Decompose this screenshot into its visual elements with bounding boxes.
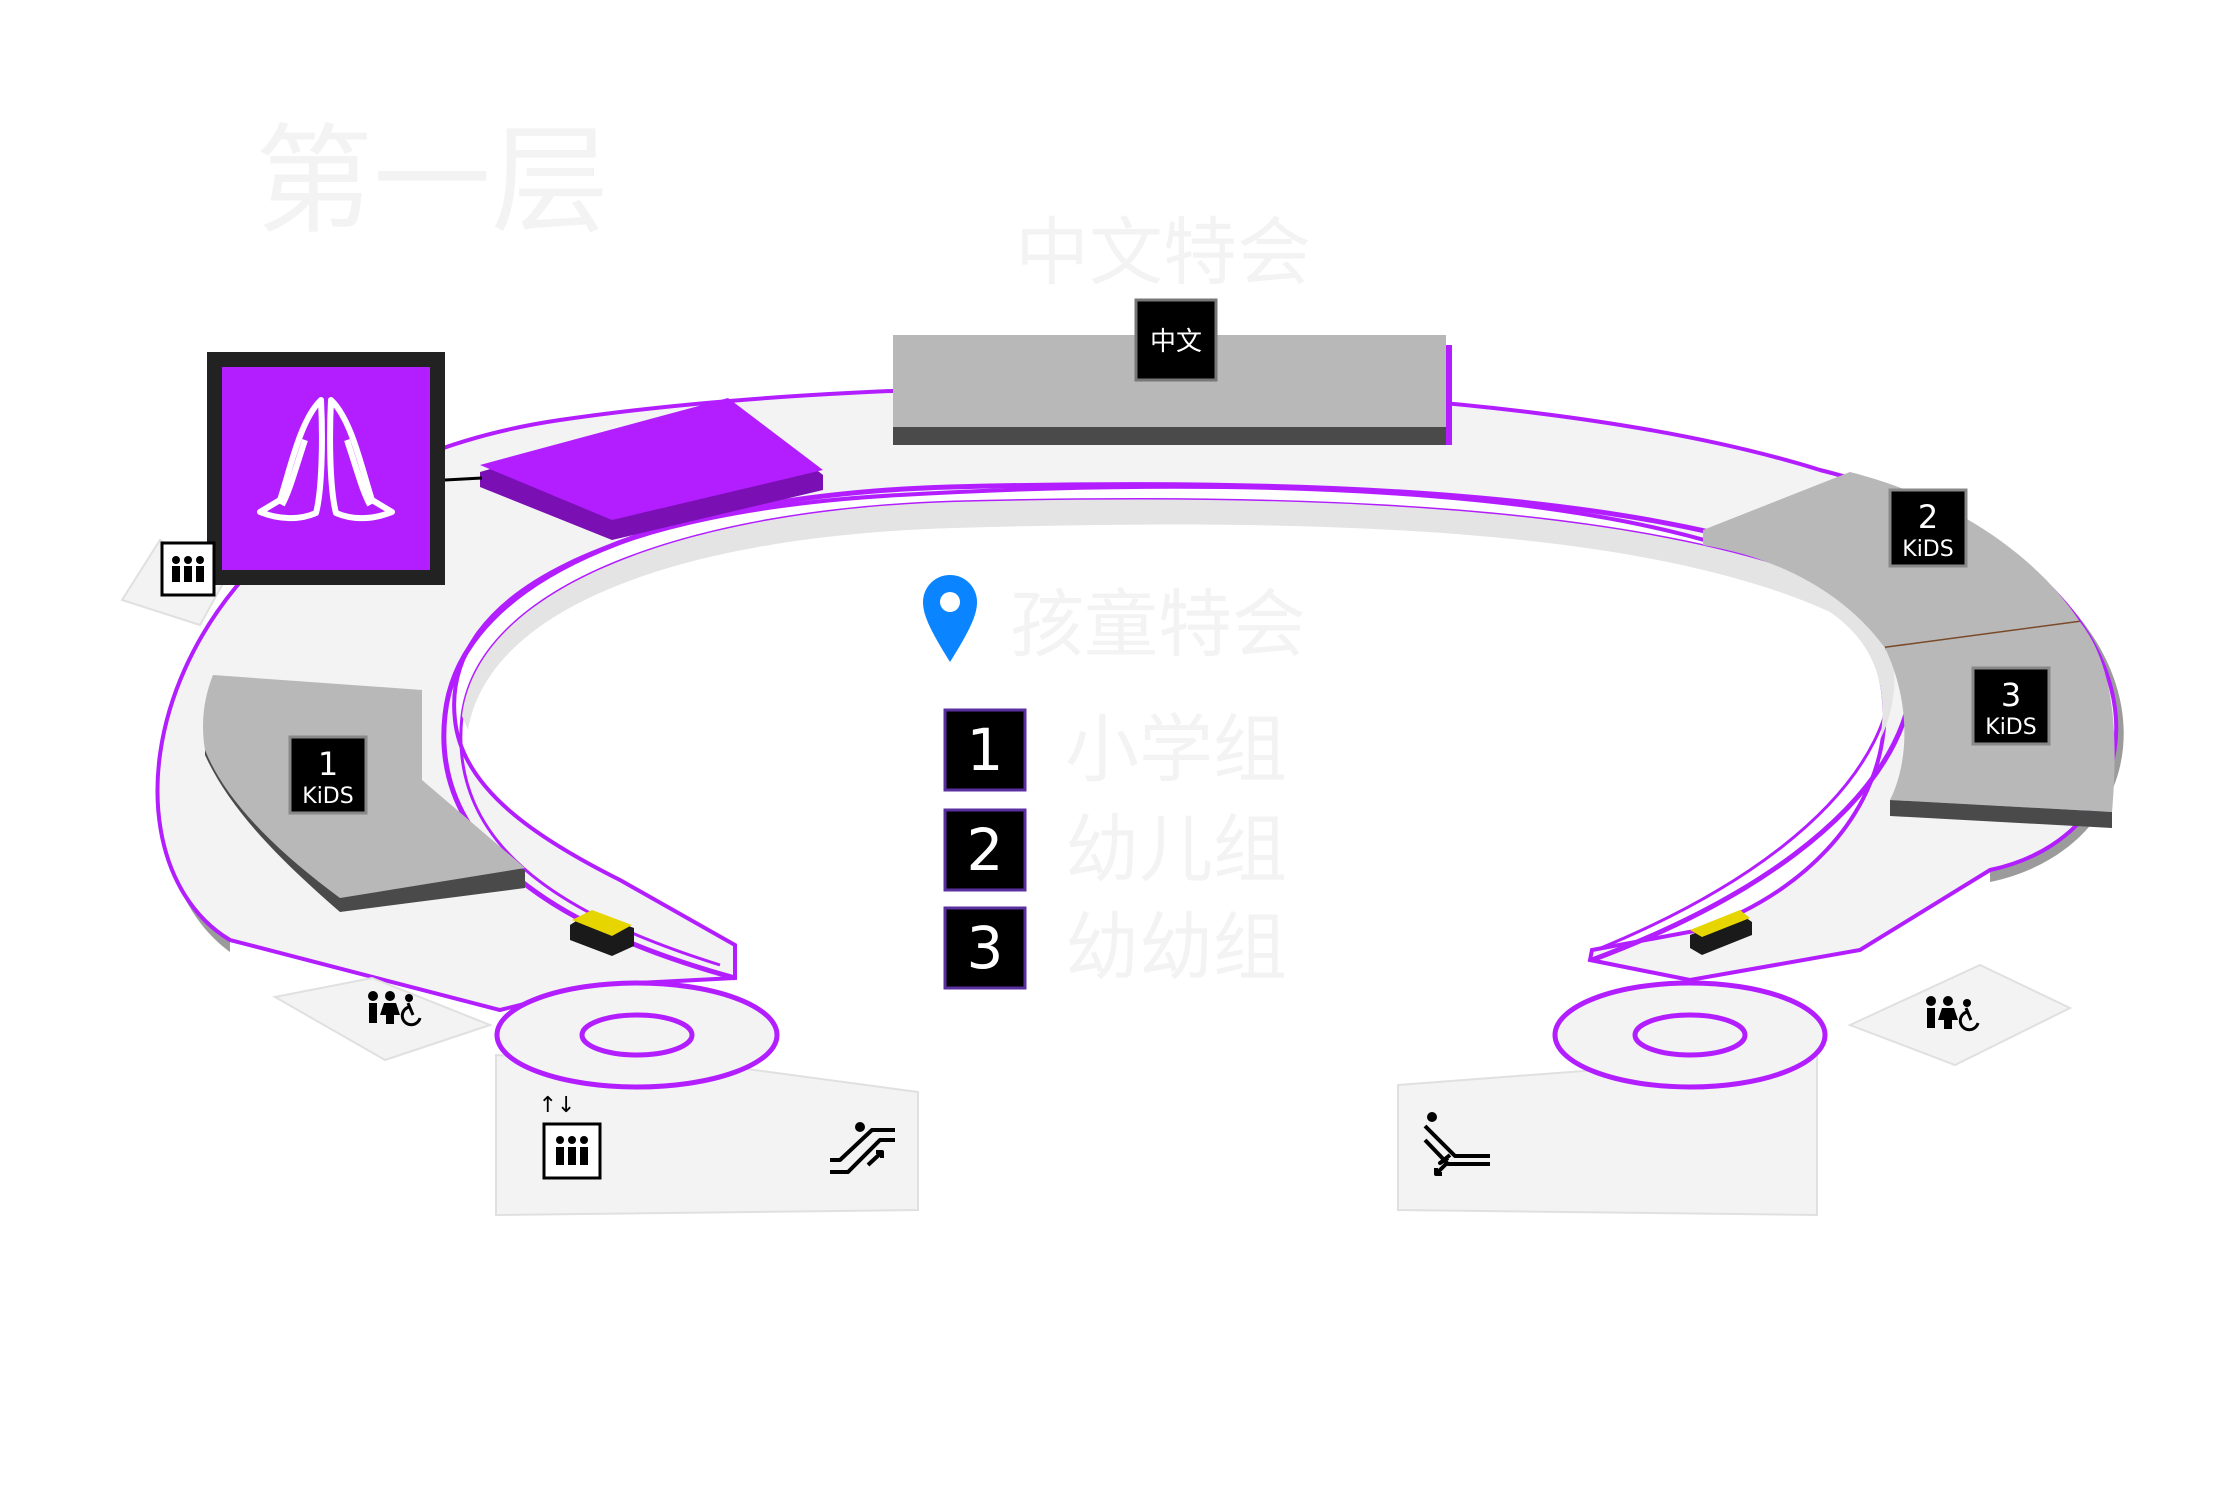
escalator-down-icon bbox=[1423, 1112, 1490, 1176]
worship-sign bbox=[207, 352, 445, 585]
floor-title: 第一层 bbox=[255, 112, 609, 250]
kids-room-2-badge bbox=[1888, 488, 1968, 568]
location-label: 孩童特会 bbox=[1010, 582, 1306, 668]
legend-item: 1 小学组 bbox=[943, 707, 1287, 793]
zone-title: 中文特会 bbox=[1015, 210, 1311, 296]
legend-label: 小学组 bbox=[1065, 707, 1287, 793]
chinese-badge-label: 中文 bbox=[1150, 327, 1202, 357]
bench-right bbox=[1690, 910, 1752, 955]
kids-room-1-num: 1 bbox=[318, 745, 338, 783]
praying-hands-icon bbox=[257, 397, 395, 522]
legend-item: 3 幼幼组 bbox=[943, 905, 1287, 991]
kids-room-2-label: KiDS bbox=[1902, 537, 1953, 562]
restroom-icon bbox=[1926, 996, 1980, 1032]
legend-num: 1 bbox=[967, 716, 1004, 784]
svg-text:↑↓: ↑↓ bbox=[539, 1093, 576, 1118]
restroom-icon bbox=[368, 991, 422, 1027]
kids-room-1-badge bbox=[288, 735, 368, 815]
legend-num: 2 bbox=[967, 816, 1004, 884]
kids-room-3-label: KiDS bbox=[1985, 715, 2036, 740]
stair-disc-right[interactable] bbox=[1552, 980, 1828, 1090]
bench-left bbox=[570, 910, 634, 956]
legend-num: 3 bbox=[967, 914, 1004, 982]
legend-label: 幼幼组 bbox=[1065, 905, 1287, 991]
legend-label: 幼儿组 bbox=[1065, 807, 1287, 893]
legend-item: 2 幼儿组 bbox=[943, 807, 1287, 893]
location-pin-icon bbox=[923, 575, 977, 662]
kids-room-1-label: KiDS bbox=[302, 784, 353, 809]
kids-room-2-num: 2 bbox=[1918, 498, 1938, 536]
escalator-up-icon bbox=[830, 1122, 895, 1174]
chinese-badge bbox=[1134, 298, 1218, 382]
elevator-icon: ↑↓ bbox=[539, 1093, 602, 1180]
stair-disc-left[interactable] bbox=[494, 980, 780, 1090]
restroom-area-right bbox=[1847, 963, 2073, 1067]
worship-hall[interactable] bbox=[480, 398, 823, 540]
kids-room-3-num: 3 bbox=[2001, 676, 2021, 714]
elevator-icon bbox=[160, 541, 216, 597]
legend: 1 小学组 2 幼儿组 3 幼幼组 bbox=[943, 707, 1287, 991]
restroom-area-left bbox=[272, 976, 493, 1062]
kids-room-3-badge bbox=[1971, 666, 2051, 746]
